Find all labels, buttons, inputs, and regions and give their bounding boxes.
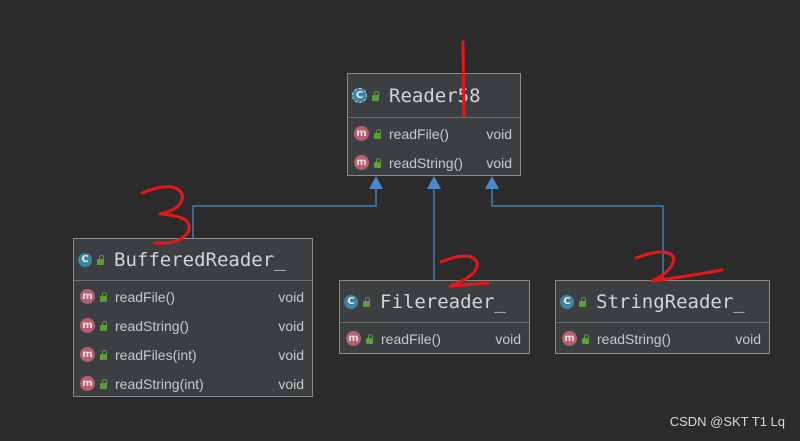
class-box-bufferedreader[interactable]: C BufferedReader_ m readFile() void m re…	[73, 238, 313, 397]
method-name: readString(int)	[115, 375, 204, 392]
return-type: void	[486, 154, 512, 171]
return-type: void	[735, 330, 761, 347]
method-name: readString()	[115, 317, 189, 334]
lock-icon	[99, 291, 109, 302]
class-name: StringReader_	[596, 290, 745, 313]
return-type: void	[278, 317, 304, 334]
lock-icon	[362, 296, 372, 307]
class-name: Filereader_	[380, 290, 506, 313]
lock-icon	[581, 333, 591, 344]
class-header: C Reader58	[348, 74, 520, 118]
annotation-1-mark	[461, 40, 466, 118]
annotation-2-label-string: 2	[655, 264, 656, 266]
method-icon: m	[346, 331, 361, 346]
lock-icon	[99, 349, 109, 360]
return-type: void	[486, 125, 512, 142]
method-icon: m	[80, 289, 95, 304]
method-row[interactable]: m readFiles(int) void	[74, 340, 312, 369]
method-row[interactable]: m readFile() void	[74, 282, 312, 311]
class-header: C StringReader_	[556, 281, 769, 323]
method-row[interactable]: m readFile() void	[340, 324, 529, 353]
method-name: readString()	[597, 330, 671, 347]
class-box-stringreader[interactable]: C StringReader_ m readString() void	[555, 280, 770, 354]
class-icon: C	[344, 294, 358, 309]
annotation-2-mark-file	[439, 254, 490, 288]
method-row[interactable]: m readString() void	[348, 148, 520, 177]
return-type: void	[278, 346, 304, 363]
lock-icon	[578, 296, 588, 307]
arrowhead-string	[485, 176, 499, 189]
arrow-buffered-to-reader	[192, 188, 377, 238]
lock-icon	[365, 333, 375, 344]
return-type: void	[278, 375, 304, 392]
lock-icon	[96, 254, 106, 265]
arrowhead-file	[427, 176, 441, 189]
lock-icon	[373, 157, 383, 168]
method-name: readString()	[389, 154, 463, 171]
method-icon: m	[354, 155, 369, 170]
class-icon: C	[78, 252, 92, 267]
method-name: readFiles(int)	[115, 346, 197, 363]
class-name: BufferedReader_	[114, 248, 286, 271]
lock-icon	[371, 90, 381, 101]
lock-icon	[99, 320, 109, 331]
abstract-class-icon: C	[352, 88, 367, 103]
watermark: CSDN @SKT T1 Lq	[669, 414, 785, 429]
class-box-reader58[interactable]: C Reader58 m readFile() void m readStrin…	[347, 73, 521, 176]
arrow-string-to-reader	[491, 188, 664, 280]
return-type: void	[495, 330, 521, 347]
method-row[interactable]: m readString(int) void	[74, 369, 312, 398]
method-name: readFile()	[381, 330, 441, 347]
return-type: void	[278, 288, 304, 305]
class-header: C BufferedReader_	[74, 239, 312, 281]
method-row[interactable]: m readString() void	[74, 311, 312, 340]
annotation-2-label-file: 2	[460, 269, 461, 271]
annotation-3-mark	[140, 185, 191, 245]
class-icon: C	[560, 294, 574, 309]
method-icon: m	[354, 126, 369, 141]
class-name: Reader58	[389, 84, 481, 107]
method-icon: m	[80, 376, 95, 391]
method-name: readFile()	[115, 288, 175, 305]
lock-icon	[373, 128, 383, 139]
class-header: C Filereader_	[340, 281, 529, 323]
lock-icon	[99, 378, 109, 389]
annotation-2-mark-string	[634, 250, 724, 283]
method-icon: m	[562, 331, 577, 346]
method-name: readFile()	[389, 125, 449, 142]
method-icon: m	[80, 347, 95, 362]
class-box-filereader[interactable]: C Filereader_ m readFile() void	[339, 280, 530, 354]
arrowhead-buffered	[369, 176, 383, 189]
method-row[interactable]: m readString() void	[556, 324, 769, 353]
method-icon: m	[80, 318, 95, 333]
method-row[interactable]: m readFile() void	[348, 119, 520, 148]
